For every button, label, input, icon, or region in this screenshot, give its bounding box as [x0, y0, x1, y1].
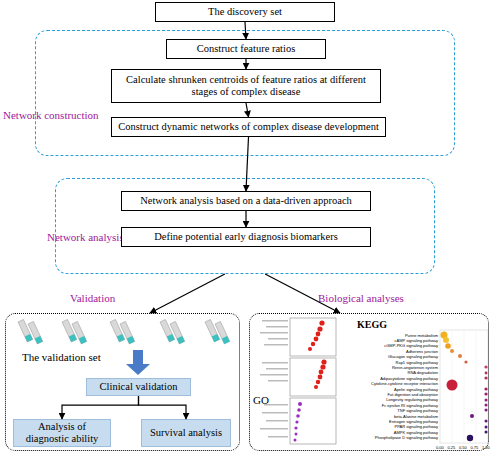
connector-arrow [245, 59, 246, 69]
connector-arrow [246, 137, 249, 191]
process-box: Clinical validation [86, 378, 191, 396]
process-box: Define potential early diagnosis biomark… [121, 227, 371, 247]
go-chart [260, 318, 336, 444]
process-box: Analysis of diagnostic ability [13, 419, 111, 447]
pathway-label: Adherens junction [346, 349, 438, 354]
box-text: Define potential early diagnosis biomark… [154, 231, 338, 243]
edge-label: Biological analyses [318, 292, 404, 304]
heading-text: GO [253, 394, 269, 406]
box-text: Network analysis based on a data-driven … [140, 195, 352, 207]
process-box: Calculate shrunken centroids of feature … [111, 69, 381, 103]
process-box: Survival analysis [141, 419, 231, 447]
process-box: The discovery set [155, 2, 335, 22]
connector-arrow [245, 22, 246, 39]
pathway-label: cGMP-PKG signaling pathway [346, 343, 438, 348]
pathway-label: TNF signaling pathway [346, 408, 438, 413]
sample-tubes [18, 319, 230, 343]
connector-arrow [150, 274, 225, 313]
pathway-label: Fat digestion and absorption [346, 392, 438, 397]
pathway-label: Phospholipase D signaling pathway [346, 435, 438, 440]
pathway-label: Rap1 signaling pathway [346, 360, 438, 365]
box-text: The discovery set [208, 6, 282, 18]
box-text: Construct dynamic networks of complex di… [118, 121, 379, 133]
process-box: Construct dynamic networks of complex di… [111, 117, 386, 137]
pathway-label: cAMP signaling pathway [346, 338, 438, 343]
axis-tick: 0.00 [436, 445, 444, 450]
pathway-label: Estrogen signaling pathway [346, 419, 438, 424]
dashed-region: Network constructionConstruct feature ra… [35, 30, 455, 156]
blue-arrow [126, 350, 150, 375]
box-text: Calculate shrunken centroids of feature … [115, 74, 377, 98]
validation-panel: The validation setClinical validationAna… [5, 313, 240, 451]
pathway-label: RNA degradation [346, 370, 438, 375]
pathway-label: Fc epsilon RI signaling pathway [346, 403, 438, 408]
analysis-panel: GO KEGG [249, 313, 489, 451]
connector-arrow [245, 211, 246, 227]
pathway-label: AMPK signaling pathway [346, 430, 438, 435]
pathway-label: Glucagon signaling pathway [346, 354, 438, 359]
connector-arrow [62, 396, 139, 419]
box-text: Survival analysis [150, 427, 222, 439]
pathway-label: Purine metabolism [346, 333, 438, 338]
heading-text: KEGG [357, 319, 387, 330]
kegg-chart [440, 330, 488, 443]
pathway-label: Renin-angiotensin system [346, 365, 438, 370]
pathway-label: Adipocytokine signaling pathway [346, 376, 438, 381]
axis-tick: 0.25 [448, 445, 456, 450]
axis-tick: 0.75 [471, 445, 479, 450]
heading-text: Network construction [3, 109, 99, 121]
pathway-label: Longevity regulating pathway [346, 397, 438, 402]
connector-arrow [246, 103, 249, 117]
edge-label: Validation [70, 292, 115, 304]
axis-tick: 0.50 [459, 445, 467, 450]
pathway-label: PPAR signaling pathway [346, 424, 438, 429]
connector-arrow [139, 396, 187, 419]
process-box: Network analysis based on a data-driven … [121, 191, 371, 211]
pathway-label: Apelin signaling pathway [346, 387, 438, 392]
box-text: Construct feature ratios [197, 43, 296, 55]
dashed-region: Network analysisNetwork analysis based o… [55, 178, 435, 274]
pathway-label: beta-Alanine metabolism [346, 414, 438, 419]
box-text: Clinical validation [100, 381, 178, 393]
pathway-label: Cytokine-cytokine receptor interaction [346, 381, 438, 386]
box-text: Analysis of diagnostic ability [17, 421, 107, 445]
process-box: Construct feature ratios [166, 39, 326, 59]
heading-text: Network analysis [47, 231, 124, 243]
axis-tick: 1.00 [482, 445, 490, 450]
heading-text: The validation set [22, 351, 101, 363]
